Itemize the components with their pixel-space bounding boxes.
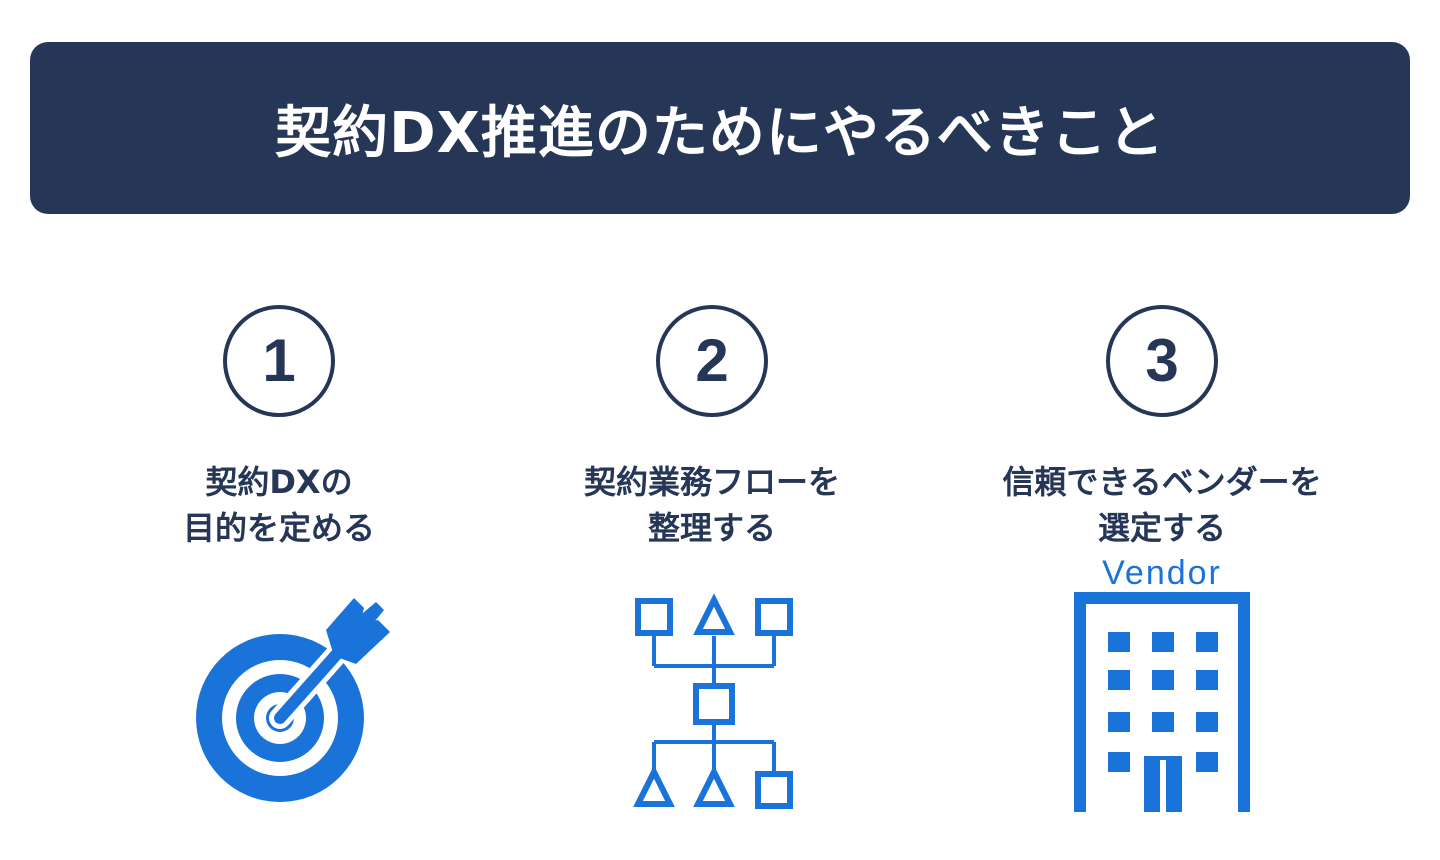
step-description: 契約DXの 目的を定める [183,459,375,551]
step-text-line-1: 契約業務フローを [583,463,840,501]
step-text-line-1: 信頼できるベンダーを [1002,463,1322,501]
step-number: 2 [695,327,729,394]
step-1: 1 契約DXの 目的を定める [59,305,499,551]
step-text-line-1: 契約DXの [205,463,353,501]
step-text-line-2: 目的を定める [182,509,375,547]
step-description: 信頼できるベンダーを 選定する [1002,459,1321,551]
step-text-line-2: 選定する [1097,509,1226,547]
flowchart-icon [633,593,793,809]
step-number-circle: 1 [223,305,335,417]
page-title: 契約DX推進のためにやるべきこと [275,100,1165,166]
title-banner: 契約DX推進のためにやるべきこと [30,42,1410,214]
target-arrow-icon [196,598,390,802]
vendor-building-icon [1074,592,1250,812]
step-number: 1 [262,327,296,394]
step-2: 2 契約業務フローを 整理する [492,305,932,551]
vendor-label: Vendor [1102,554,1222,592]
step-3: 3 信頼できるベンダーを 選定する [942,305,1382,551]
step-text-line-2: 整理する [647,509,776,547]
step-number-circle: 2 [656,305,768,417]
step-number-circle: 3 [1106,305,1218,417]
step-description: 契約業務フローを 整理する [584,459,840,551]
step-number: 3 [1145,327,1179,394]
